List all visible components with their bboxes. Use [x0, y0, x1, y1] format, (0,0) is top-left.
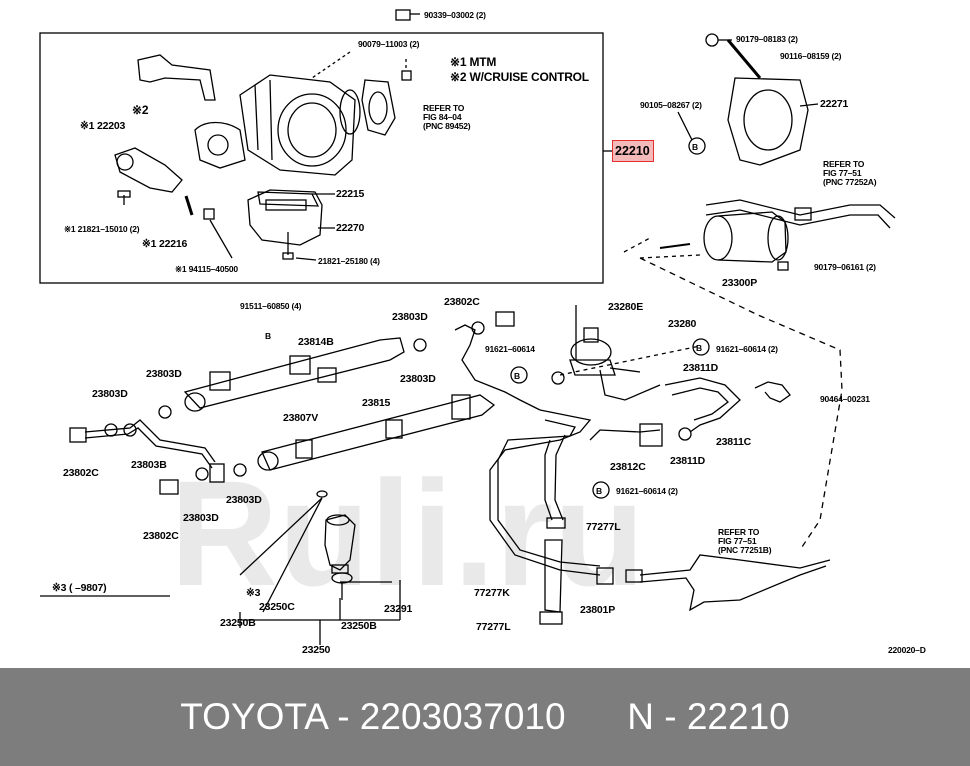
part-label: 23291	[384, 603, 413, 615]
throttle-sensor	[194, 121, 246, 169]
gasket-upper	[361, 79, 396, 136]
watermark: Ruli.ru	[170, 449, 645, 617]
reference-note: REFER TO FIG 77–51 (PNC 77251B)	[718, 527, 772, 555]
part-label: 23801P	[580, 604, 616, 616]
b-mark-label: B	[514, 371, 520, 381]
part-label: ※3	[246, 587, 261, 599]
part-label: 23802C	[143, 530, 179, 542]
part-label: 90179–08183 (2)	[736, 34, 798, 44]
clip	[754, 381, 791, 403]
part-label: 23280	[668, 318, 697, 330]
part-label: 90105–08267 (2)	[640, 100, 702, 110]
part-label: 23280E	[608, 301, 644, 313]
part-label: 77277K	[474, 587, 510, 599]
exploded-parts-diagram: Ruli.ru	[39, 9, 926, 656]
part-label: 23812C	[610, 461, 646, 473]
part-label: 23811D	[683, 362, 719, 374]
idle-valve	[114, 147, 183, 193]
part-label: 23802C	[63, 467, 99, 479]
part-label: 23811D	[670, 455, 706, 467]
delivery-pipe-lower	[257, 394, 496, 471]
part-label: 90079–11003 (2)	[358, 39, 420, 49]
hose-77277	[544, 539, 563, 613]
delivery-pipe-upper	[183, 337, 405, 412]
drawing-code: 220020–D	[888, 645, 926, 655]
part-label: 91621–60614	[485, 344, 535, 354]
part-label: ※1 22216	[142, 238, 188, 250]
part-label: 23803D	[400, 373, 436, 385]
part-label: 91621–60614 (2)	[616, 486, 678, 496]
highlighted-part-number: 22210	[615, 144, 650, 158]
group-box	[39, 32, 604, 284]
part-label: 23814B	[298, 336, 334, 348]
part-label: 23803D	[392, 311, 428, 323]
part-label: 23300P	[722, 277, 758, 289]
reference-note: REFER TO FIG 77–51 (PNC 77252A)	[823, 159, 877, 187]
b-mark-label: B	[692, 142, 698, 152]
note-label: ※3 ( –9807)	[52, 582, 107, 594]
part-label: 23250C	[259, 601, 295, 613]
b-mark-circle	[688, 137, 706, 155]
part-label: 23802C	[444, 296, 480, 308]
note-label: ※1 MTM	[450, 55, 497, 69]
part-label: 90339–03002 (2)	[424, 10, 486, 20]
part-label: 23815	[362, 397, 391, 409]
gasket-22271	[727, 77, 809, 166]
part-label: 23803D	[92, 388, 128, 400]
part-label: 23250B	[341, 620, 377, 632]
part-label: 21821–25180 (4)	[318, 256, 380, 266]
part-label: 77277L	[586, 521, 621, 533]
part-label: 23803D	[226, 494, 262, 506]
fuel-filter	[659, 199, 896, 271]
part-label: 22215	[336, 188, 365, 200]
diagram-drawing	[39, 9, 896, 645]
part-label: 91621–60614 (2)	[716, 344, 778, 354]
part-label: 23250B	[220, 617, 256, 629]
pipe-23812c	[589, 429, 661, 441]
part-label: ※1 22203	[80, 120, 126, 132]
note-label: ※2 W/CRUISE CONTROL	[450, 70, 589, 84]
bracket	[137, 54, 216, 101]
reference-note: REFER TO FIG 84–04 (PNC 89452)	[423, 103, 471, 131]
b-mark-circle-2	[510, 366, 528, 384]
fuel-line-left	[84, 419, 216, 463]
part-label: ※1 21821–15010 (2)	[64, 224, 140, 234]
part-label: 23803D	[183, 512, 219, 524]
part-number-footer: TOYOTA - 2203037010 N - 22210	[0, 668, 970, 766]
fuel-pipe-right	[639, 554, 831, 576]
part-label: 23811C	[716, 436, 752, 448]
b-mark-label: B	[696, 343, 702, 353]
part-label: 90116–08159 (2)	[780, 51, 842, 61]
throttle-body	[239, 74, 361, 176]
part-label: 90179–06161 (2)	[814, 262, 876, 272]
part-label: ※2	[132, 103, 149, 117]
hose-23811d	[599, 369, 661, 401]
b-mark-label: B	[265, 331, 271, 341]
part-label: 90464–00231	[820, 394, 870, 404]
highlighted-part-callout[interactable]: 22210	[612, 140, 654, 162]
part-label: 23803D	[146, 368, 182, 380]
pressure-regulator	[569, 327, 641, 376]
b-mark-circle-4	[592, 481, 610, 499]
part-label: 22270	[336, 222, 365, 234]
b-mark-label: B	[596, 486, 602, 496]
part-label: 23807V	[283, 412, 319, 424]
footer-part-text: TOYOTA - 2203037010 N - 22210	[180, 696, 790, 737]
part-label: 91511–60850 (4)	[240, 301, 302, 311]
fuel-injector	[324, 514, 356, 600]
b-mark-circle-3	[692, 338, 710, 356]
part-label: 23250	[302, 644, 331, 656]
part-label: 22271	[820, 98, 849, 110]
part-label: ※1 94115–40500	[175, 264, 238, 274]
part-label: 23803B	[131, 459, 167, 471]
part-label: 77277L	[476, 621, 511, 633]
throttle-base	[247, 189, 323, 260]
